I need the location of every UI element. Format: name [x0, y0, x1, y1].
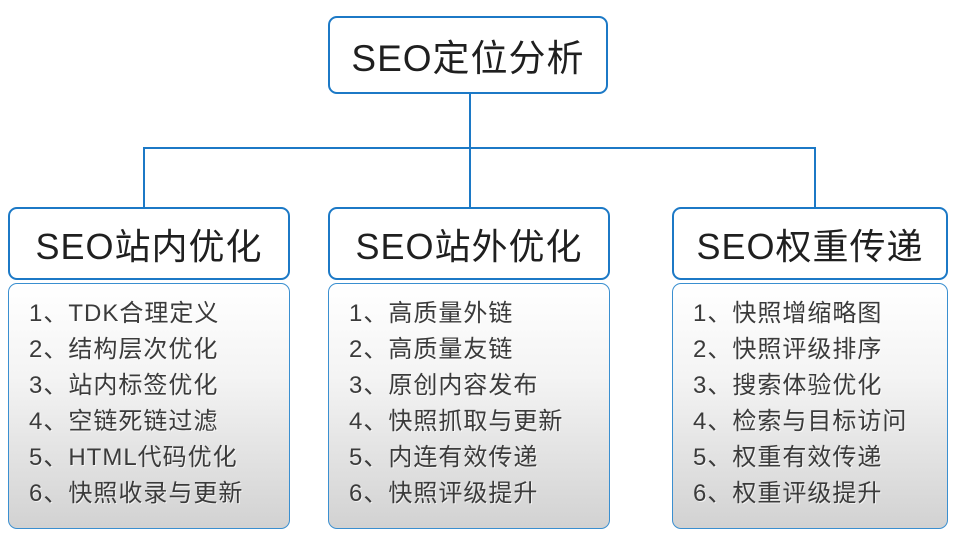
- connector-root-stem: [469, 94, 471, 148]
- list-item: 6、权重评级提升: [693, 480, 883, 507]
- list-offsite-optimization: 1、高质量外链 2、高质量友链 3、原创内容发布 4、快照抓取与更新 5、内连有…: [328, 283, 610, 529]
- connector-drop-left: [143, 147, 145, 208]
- list-item: 6、快照收录与更新: [29, 480, 244, 507]
- header-offsite-optimization: SEO站外优化: [328, 207, 610, 280]
- list-weight-transfer: 1、快照增缩略图 2、快照评级排序 3、搜索体验优化 4、检索与目标访问 5、权…: [672, 283, 948, 529]
- list-item: 2、快照评级排序: [693, 336, 883, 363]
- list-item: 4、检索与目标访问: [693, 408, 908, 435]
- list-item: 1、高质量外链: [349, 300, 514, 327]
- list-item: 2、高质量友链: [349, 336, 514, 363]
- connector-drop-middle: [469, 147, 471, 208]
- header-onsite-optimization: SEO站内优化: [8, 207, 290, 280]
- list-item: 3、原创内容发布: [349, 372, 539, 399]
- list-item: 5、内连有效传递: [349, 444, 539, 471]
- list-item: 3、站内标签优化: [29, 372, 219, 399]
- list-onsite-optimization: 1、TDK合理定义 2、结构层次优化 3、站内标签优化 4、空链死链过滤 5、H…: [8, 283, 290, 529]
- list-item: 1、快照增缩略图: [693, 300, 883, 327]
- list-item: 6、快照评级提升: [349, 480, 539, 507]
- list-item: 1、TDK合理定义: [29, 300, 220, 327]
- header-weight-transfer: SEO权重传递: [672, 207, 948, 280]
- list-item: 3、搜索体验优化: [693, 372, 883, 399]
- list-item: 5、HTML代码优化: [29, 444, 238, 471]
- connector-horizontal-line: [143, 147, 816, 149]
- list-item: 2、结构层次优化: [29, 336, 219, 363]
- root-node-seo-positioning: SEO定位分析: [328, 16, 608, 94]
- connector-drop-right: [814, 147, 816, 208]
- list-item: 4、空链死链过滤: [29, 408, 219, 435]
- list-item: 4、快照抓取与更新: [349, 408, 564, 435]
- list-item: 5、权重有效传递: [693, 444, 883, 471]
